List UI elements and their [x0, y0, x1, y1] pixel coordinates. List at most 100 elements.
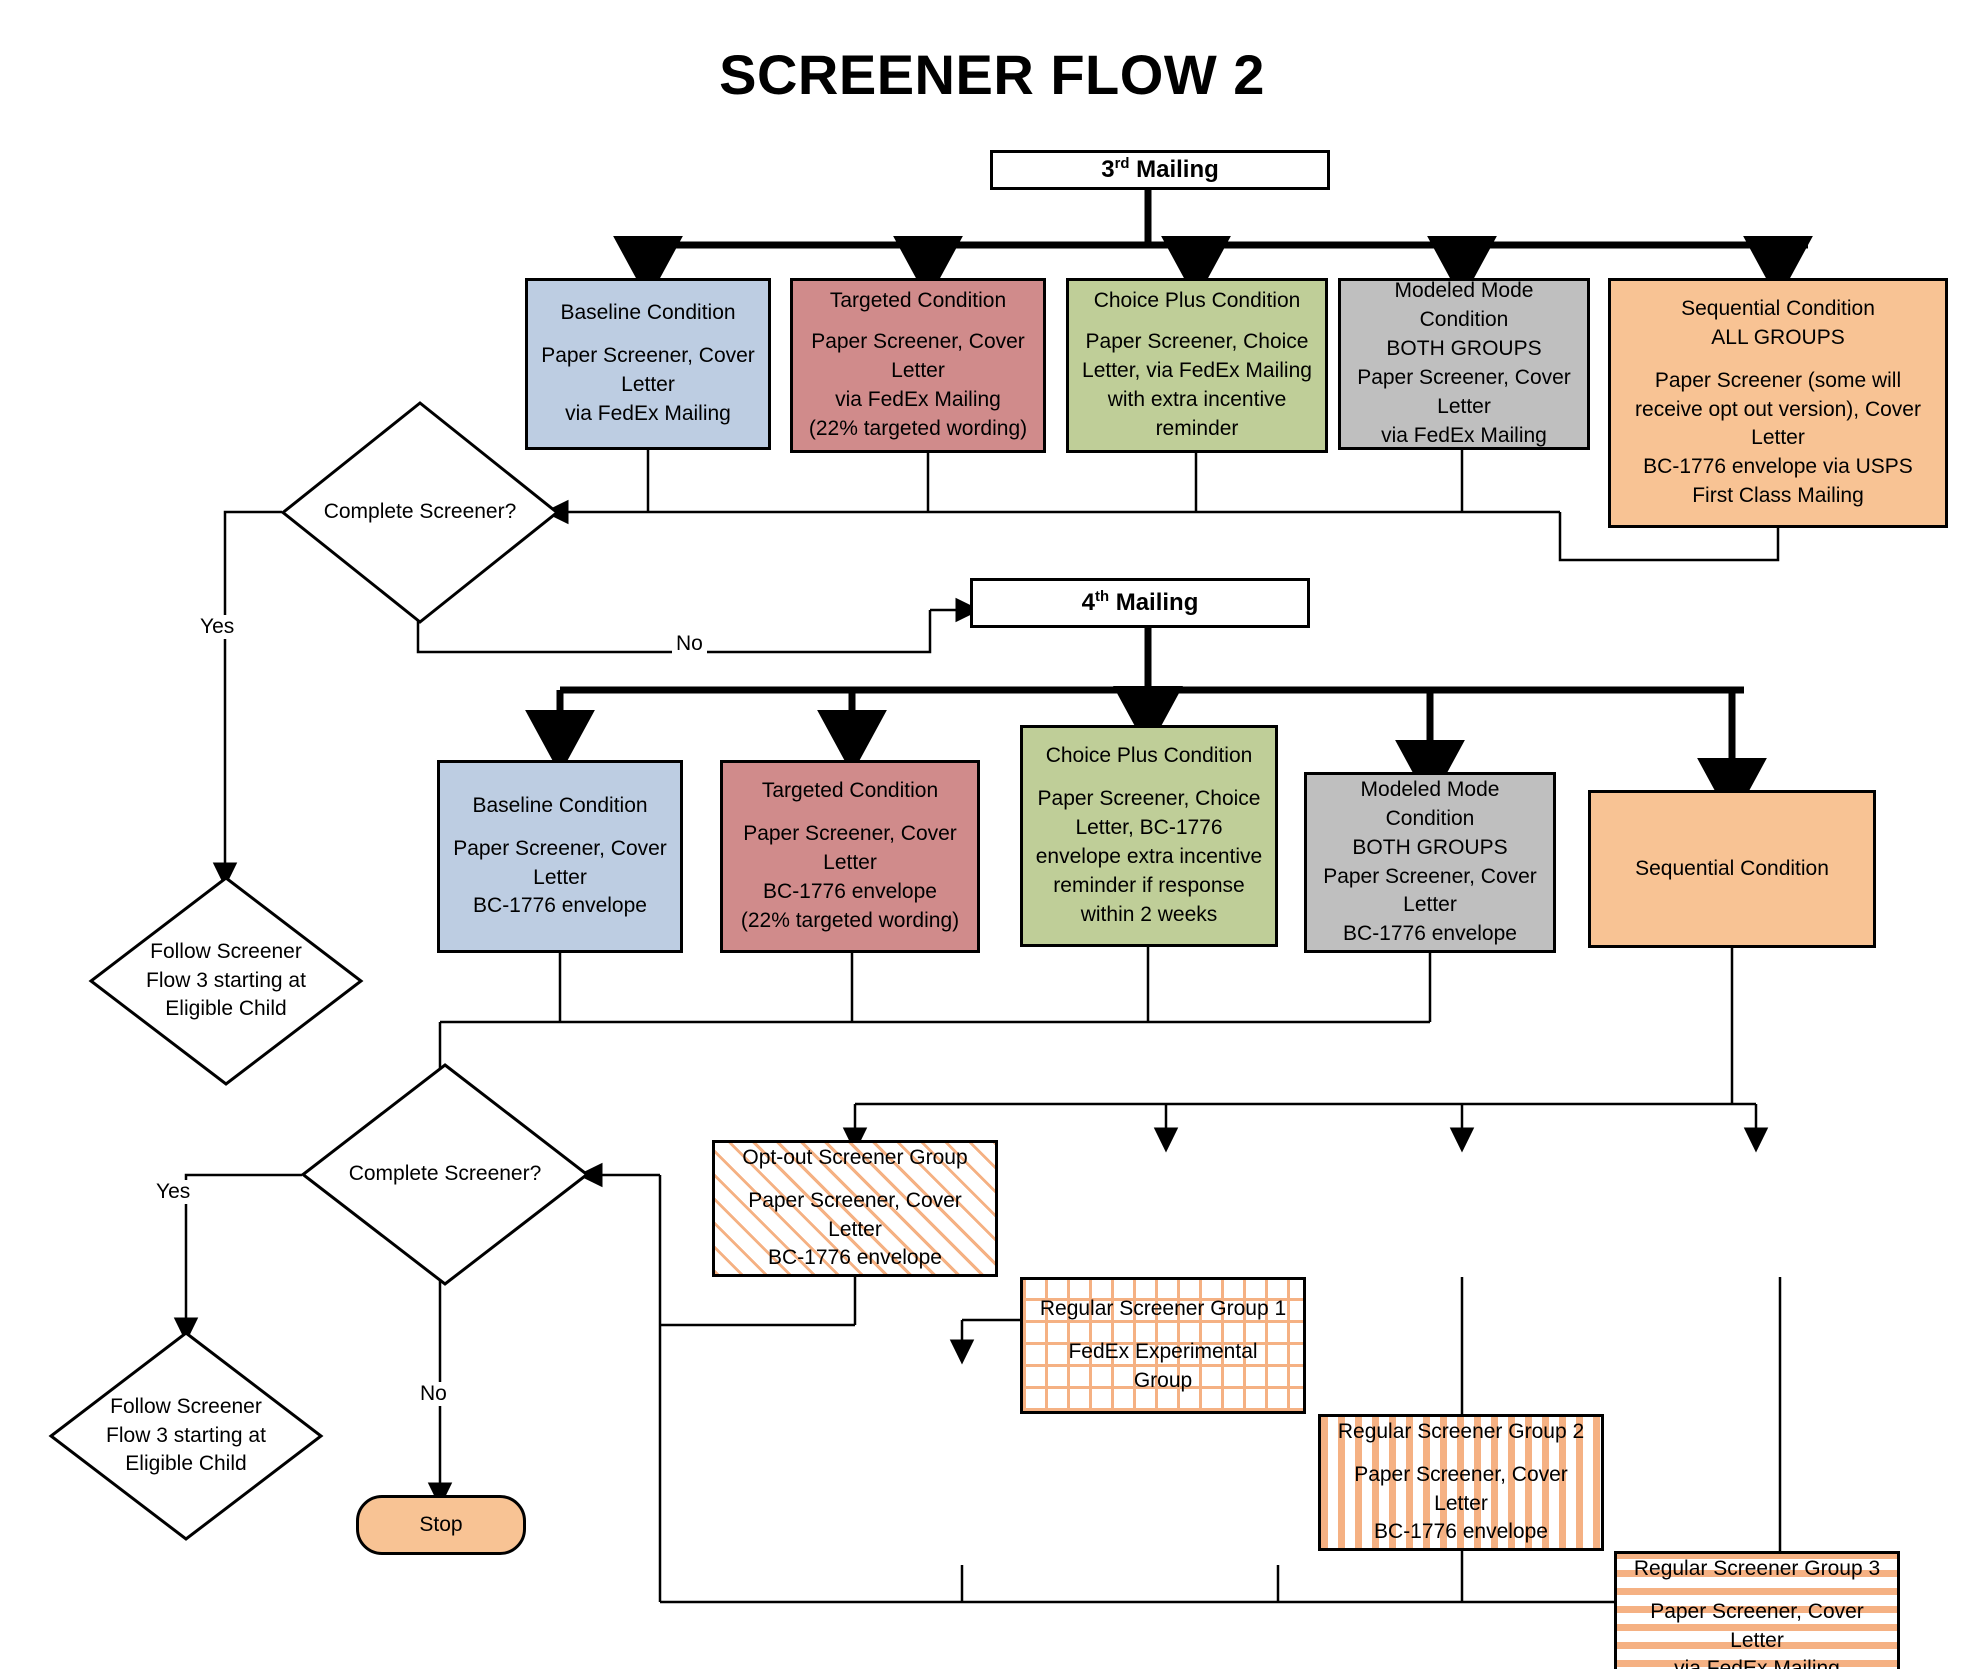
- third-mailing-prefix: 3: [1101, 156, 1115, 184]
- decision-follow-screener-flow3-bottom: Follow Screener Flow 3 starting at Eligi…: [48, 1330, 324, 1542]
- row4-choice-plus-title: Choice Plus Condition: [1045, 744, 1253, 768]
- row3-choice-plus-condition-box: Choice Plus Condition Paper Screener, Ch…: [1066, 278, 1328, 453]
- row3-targeted-title: Targeted Condition: [829, 289, 1007, 312]
- row3-sequential-line-2: Letter: [1751, 426, 1805, 450]
- third-mailing-sup: rd: [1114, 156, 1130, 173]
- stop-label: Stop: [419, 1513, 463, 1536]
- decision-follow-screener-flow3-top: Follow Screener Flow 3 starting at Eligi…: [88, 875, 364, 1087]
- row3-baseline-condition-box: Baseline Condition Paper Screener, Cover…: [525, 278, 771, 450]
- row4-modeled-mode-title: Modeled Mode Condition: [1360, 777, 1500, 830]
- opt-out-title: Opt-out Screener Group: [742, 1145, 968, 1169]
- opt-out-line-1: Letter: [828, 1217, 882, 1241]
- fourth-mailing-box: 4th Mailing: [970, 578, 1310, 628]
- row4-baseline-title: Baseline Condition: [472, 793, 648, 817]
- opt-out-line-0: Paper Screener, Cover: [748, 1188, 962, 1212]
- row4-modeled-mode-condition-box: Modeled Mode Condition BOTH GROUPS Paper…: [1304, 772, 1556, 953]
- regular-screener-group-1-box: Regular Screener Group 1 FedEx Experimen…: [1020, 1277, 1306, 1414]
- edge-label-no-bottom: No: [416, 1382, 451, 1406]
- regular2-line-2: BC-1776 envelope: [1374, 1520, 1548, 1544]
- row3-modeled-mode-line-2: via FedEx Mailing: [1381, 423, 1547, 447]
- row3-choice-plus-line-2: with extra incentive: [1107, 388, 1287, 412]
- stop-terminator: Stop: [356, 1495, 526, 1555]
- opt-out-screener-group-box: Opt-out Screener Group Paper Screener, C…: [712, 1140, 998, 1277]
- row3-baseline-title: Baseline Condition: [560, 301, 736, 325]
- opt-out-line-2: BC-1776 envelope: [768, 1246, 942, 1270]
- row4-modeled-mode-line-1: Letter: [1403, 893, 1457, 917]
- row3-choice-plus-line-0: Paper Screener, Choice: [1085, 330, 1309, 354]
- row3-choice-plus-line-1: Letter, via FedEx Mailing: [1082, 359, 1312, 383]
- regular-screener-group-3-box: Regular Screener Group 3 Paper Screener,…: [1614, 1551, 1900, 1669]
- third-mailing-box: 3rd Mailing: [990, 150, 1330, 190]
- row4-choice-plus-condition-box: Choice Plus Condition Paper Screener, Ch…: [1020, 725, 1278, 947]
- row4-baseline-condition-box: Baseline Condition Paper Screener, Cover…: [437, 760, 683, 953]
- row3-targeted-condition-box: Targeted Condition Paper Screener, Cover…: [790, 278, 1046, 453]
- regular2-line-0: Paper Screener, Cover: [1354, 1462, 1568, 1486]
- fourth-mailing-suffix: Mailing: [1109, 589, 1199, 617]
- row3-modeled-mode-line-1: Letter: [1437, 394, 1491, 418]
- follow-top-line-2: Eligible Child: [165, 997, 287, 1021]
- regular3-line-0: Paper Screener, Cover: [1650, 1599, 1864, 1623]
- row3-targeted-line-3: (22% targeted wording): [808, 417, 1028, 441]
- page-title: SCREENER FLOW 2: [719, 43, 1265, 106]
- row4-choice-plus-line-0: Paper Screener, Choice: [1037, 787, 1261, 811]
- row3-modeled-mode-line-0: Paper Screener, Cover: [1357, 366, 1571, 389]
- row3-targeted-line-1: Letter: [891, 359, 945, 383]
- row4-targeted-title: Targeted Condition: [761, 779, 939, 803]
- row3-sequential-line-0: Paper Screener (some will: [1654, 368, 1902, 392]
- diamond-shape: [300, 1062, 590, 1287]
- row3-baseline-line-2: via FedEx Mailing: [565, 401, 731, 425]
- row4-choice-plus-line-2: envelope extra incentive: [1035, 845, 1263, 868]
- row4-targeted-line-2: BC-1776 envelope: [763, 879, 937, 903]
- edge-label-no-top: No: [672, 632, 707, 656]
- regular2-title: Regular Screener Group 2: [1337, 1419, 1585, 1443]
- row3-sequential-condition-box: Sequential Condition ALL GROUPS Paper Sc…: [1608, 278, 1948, 528]
- row4-choice-plus-line-1: Letter, BC-1776: [1075, 816, 1223, 840]
- row4-modeled-mode-line-2: BC-1776 envelope: [1343, 922, 1517, 946]
- row3-sequential-line-1: receive opt out version), Cover: [1635, 397, 1921, 421]
- row3-targeted-line-2: via FedEx Mailing: [835, 388, 1001, 412]
- decision-top-label: Complete Screener?: [323, 500, 517, 524]
- row4-targeted-condition-box: Targeted Condition Paper Screener, Cover…: [720, 760, 980, 953]
- diamond-shape: [280, 400, 560, 625]
- row3-sequential-line-3: BC-1776 envelope via USPS: [1643, 455, 1913, 479]
- row3-baseline-line-1: Letter: [621, 373, 675, 396]
- edge-label-yes-top: Yes: [196, 615, 239, 639]
- follow-bottom-line-2: Eligible Child: [125, 1452, 247, 1476]
- row3-choice-plus-line-3: reminder: [1155, 417, 1239, 441]
- row4-targeted-line-0: Paper Screener, Cover: [743, 822, 957, 846]
- decision-bottom-label: Complete Screener?: [348, 1162, 542, 1186]
- row4-sequential-condition-box: Sequential Condition: [1588, 790, 1876, 948]
- row4-choice-plus-line-4: within 2 weeks: [1080, 902, 1218, 926]
- row3-baseline-line-0: Paper Screener, Cover: [541, 344, 755, 368]
- row4-baseline-line-0: Paper Screener, Cover: [453, 836, 667, 860]
- third-mailing-suffix: Mailing: [1129, 156, 1219, 184]
- row3-targeted-line-0: Paper Screener, Cover: [811, 330, 1025, 354]
- diamond-shape: [48, 1330, 324, 1542]
- regular1-title: Regular Screener Group 1: [1039, 1297, 1287, 1321]
- regular3-line-1: Letter: [1730, 1628, 1784, 1652]
- row4-baseline-line-1: Letter: [533, 865, 587, 889]
- row4-modeled-mode-subtitle: BOTH GROUPS: [1352, 835, 1508, 859]
- regular3-title: Regular Screener Group 3: [1633, 1556, 1881, 1580]
- row3-sequential-subtitle: ALL GROUPS: [1711, 325, 1845, 349]
- row3-modeled-mode-title: Modeled Mode Condition: [1394, 279, 1534, 332]
- row4-targeted-line-3: (22% targeted wording): [740, 908, 960, 932]
- row4-choice-plus-line-3: reminder if response: [1053, 873, 1245, 897]
- fourth-mailing-sup: th: [1094, 589, 1110, 606]
- row3-modeled-mode-subtitle: BOTH GROUPS: [1386, 337, 1542, 361]
- row4-baseline-line-2: BC-1776 envelope: [473, 894, 647, 918]
- diamond-shape: [88, 875, 364, 1087]
- row3-sequential-line-4: First Class Mailing: [1692, 484, 1864, 508]
- follow-bottom-line-1: Flow 3 starting at: [106, 1423, 266, 1447]
- edge-label-yes-bottom: Yes: [152, 1180, 195, 1204]
- regular2-line-1: Letter: [1434, 1491, 1488, 1515]
- row3-choice-plus-title: Choice Plus Condition: [1093, 289, 1301, 312]
- row3-modeled-mode-condition-box: Modeled Mode Condition BOTH GROUPS Paper…: [1338, 278, 1590, 450]
- follow-bottom-line-0: Follow Screener: [110, 1394, 262, 1418]
- follow-top-line-1: Flow 3 starting at: [146, 968, 306, 992]
- regular1-line-0: FedEx Experimental: [1068, 1340, 1258, 1364]
- decision-complete-screener-top: Complete Screener?: [280, 400, 560, 625]
- row4-sequential-title: Sequential Condition: [1635, 856, 1829, 880]
